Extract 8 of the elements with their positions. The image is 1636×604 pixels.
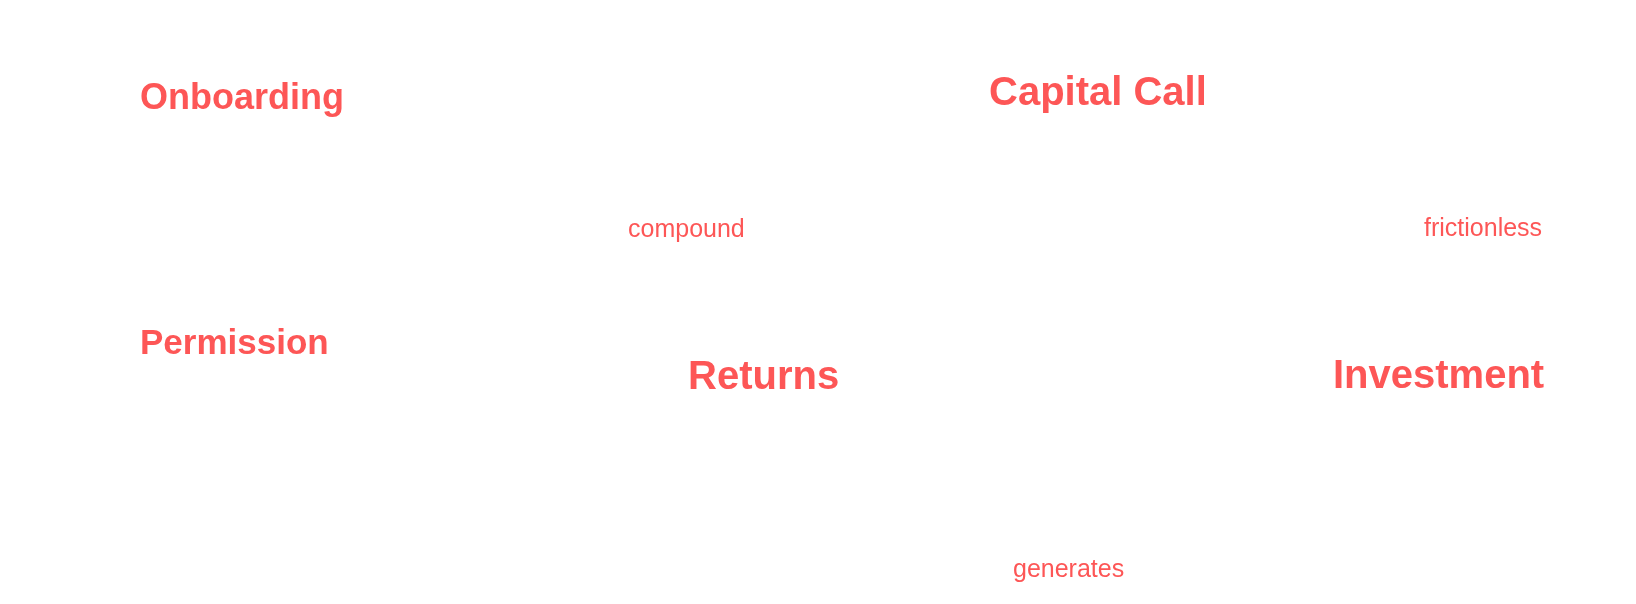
heading-text: Permission — [140, 324, 329, 359]
keyword-text: frictionless — [1424, 215, 1543, 240]
heading-text: Investment — [1333, 354, 1545, 394]
heading-text: Returns — [688, 355, 840, 395]
keyword-text: compound — [628, 216, 745, 241]
heading-text: Onboarding — [140, 79, 344, 115]
heading-text: Capital Call — [989, 71, 1207, 111]
keyword-text: generates — [1013, 556, 1125, 581]
